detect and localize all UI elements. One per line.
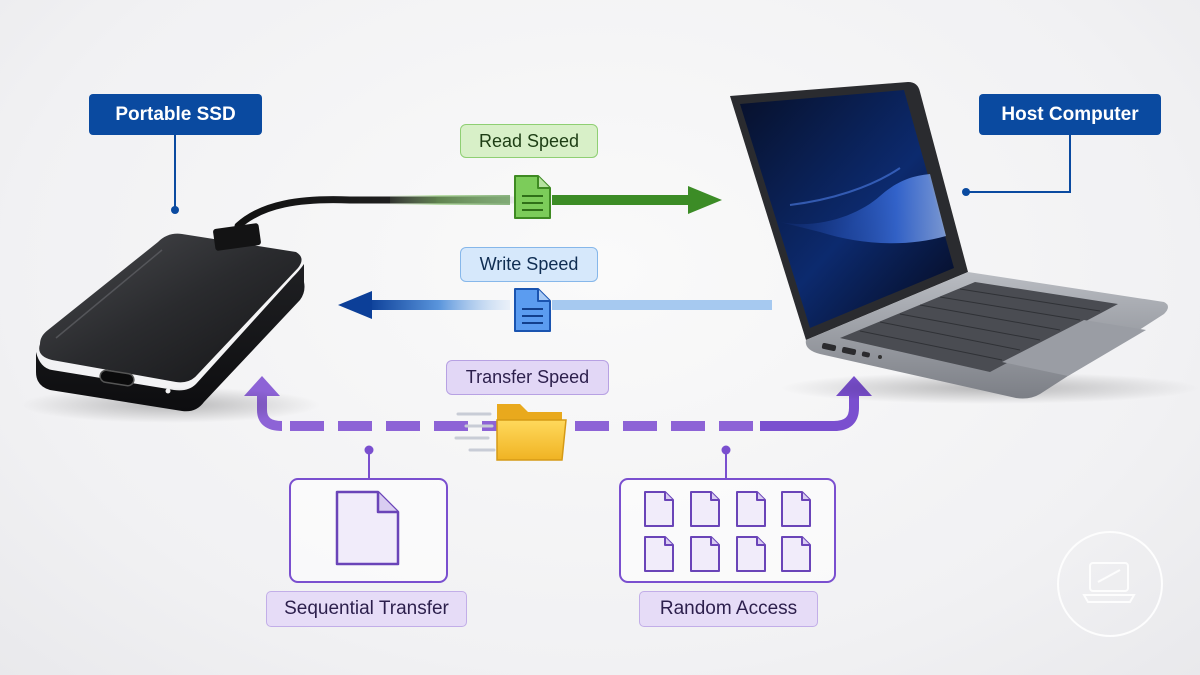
small-file-icon <box>736 491 766 527</box>
read-speed-arrow <box>390 186 722 214</box>
usb-cable <box>234 196 524 230</box>
read-document-icon <box>514 175 551 219</box>
small-file-icon <box>781 536 811 572</box>
random-access-label: Random Access <box>639 591 818 627</box>
small-file-icon <box>690 491 720 527</box>
write-document-icon <box>514 288 551 332</box>
host-computer-leader-line <box>962 134 1071 196</box>
sequential-file-icon <box>335 490 400 566</box>
sequential-transfer-label: Sequential Transfer <box>266 591 467 627</box>
random-access-box <box>619 478 836 583</box>
portable-ssd-leader-line <box>171 134 179 214</box>
host-computer-label: Host Computer <box>979 94 1161 135</box>
read-speed-label: Read Speed <box>460 124 598 158</box>
small-file-icon <box>644 536 674 572</box>
sequential-transfer-box <box>289 478 448 583</box>
small-file-icon <box>736 536 766 572</box>
small-file-icon <box>644 491 674 527</box>
transfer-speed-label: Transfer Speed <box>446 360 609 395</box>
small-file-icon <box>690 536 720 572</box>
host-laptop-device <box>730 82 1200 404</box>
portable-ssd-label: Portable SSD <box>89 94 262 135</box>
laptop-logo-icon <box>1057 531 1163 637</box>
portable-ssd-device <box>20 223 320 423</box>
folder-icon <box>454 404 567 461</box>
file-grid-icon <box>644 491 811 572</box>
write-speed-arrow <box>338 291 772 319</box>
small-file-icon <box>781 491 811 527</box>
write-speed-label: Write Speed <box>460 247 598 282</box>
